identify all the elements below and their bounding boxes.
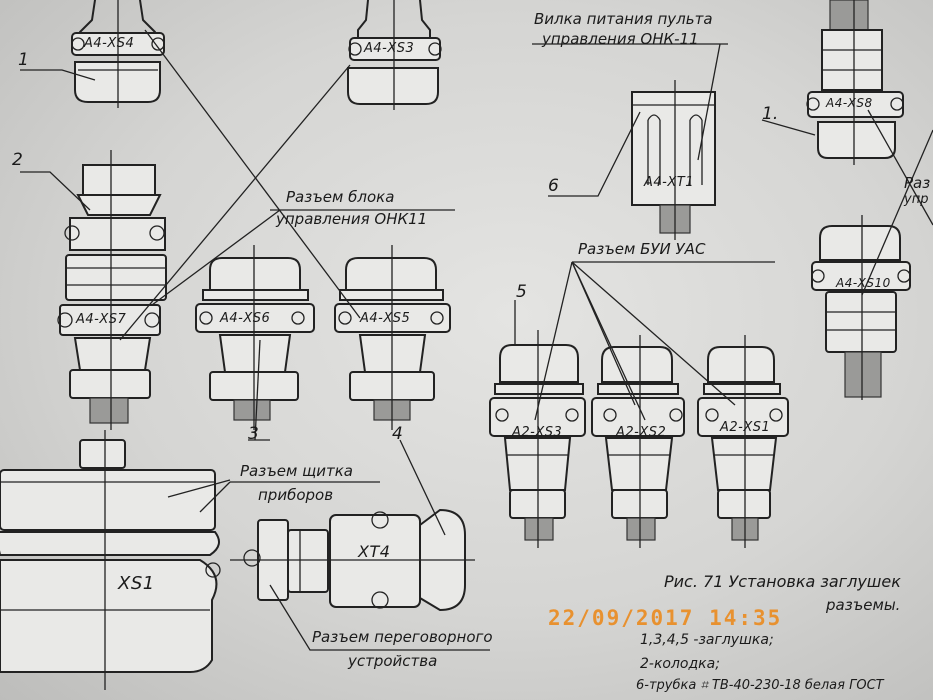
caption-block-line1: Разъем блока bbox=[286, 188, 395, 206]
label-a4-xs7: А4-XS7 bbox=[76, 312, 127, 327]
callout-4: 4 bbox=[392, 424, 403, 444]
caption-peregov-line1: Разъем переговорного bbox=[312, 628, 493, 646]
connector-a2-xs1 bbox=[697, 335, 789, 548]
plug-a4-xt1 bbox=[631, 80, 716, 240]
label-a4-xs10: А4-XS10 bbox=[836, 276, 891, 290]
connector-a4-xs5 bbox=[334, 245, 451, 430]
connector-xs1 bbox=[0, 430, 221, 690]
connector-a4-xs10 bbox=[811, 215, 911, 400]
caption-peregov-line2: устройства bbox=[348, 652, 438, 670]
figure-title: Рис. 71 Установка заглушек bbox=[664, 572, 901, 591]
caption-pult-line1: Вилка питания пульта bbox=[534, 10, 713, 28]
callout-2: 2 bbox=[12, 150, 23, 170]
label-a4-xs3: А4-XS3 bbox=[364, 41, 415, 56]
connector-xt4 bbox=[230, 508, 475, 612]
legend-line-2: 2-колодка; bbox=[640, 656, 720, 672]
date-timestamp: 22/09/2017 14:35 bbox=[548, 606, 783, 630]
label-a2-xs1: А2-XS1 bbox=[720, 420, 771, 435]
legend-line-3: 6-трубка ⌗ ТВ-40-230-18 белая ГОСТ bbox=[636, 678, 884, 693]
callout-1-right: 1. bbox=[762, 104, 779, 124]
connector-a4-xs3 bbox=[347, 0, 442, 110]
label-a4-xs5: А4-XS5 bbox=[360, 311, 411, 326]
connector-a2-xs2 bbox=[591, 335, 685, 548]
legend-line-1: 1,3,4,5 -заглушка; bbox=[640, 632, 774, 648]
label-a4-xs6: А4-XS6 bbox=[220, 311, 271, 326]
label-xs1: XS1 bbox=[118, 573, 155, 594]
caption-bui: Разъем БУИ УАС bbox=[578, 240, 706, 258]
callout-6: 6 bbox=[548, 176, 559, 196]
connector-a4-xs4 bbox=[71, 0, 165, 108]
caption-shchitok-line1: Разъем щитка bbox=[240, 462, 353, 480]
connector-a4-xs6 bbox=[195, 245, 315, 430]
label-xt4: XT4 bbox=[358, 542, 391, 561]
connector-a2-xs3 bbox=[489, 330, 586, 548]
leader-lines bbox=[20, 29, 933, 651]
label-a4-xt1: А4-XT1 bbox=[644, 175, 694, 190]
label-a2-xs2: А2-XS2 bbox=[616, 425, 667, 440]
caption-right-edge-line1: Раз bbox=[904, 174, 931, 192]
label-a4-xs4: А4-XS4 bbox=[84, 36, 135, 51]
connector-a4-xs7 bbox=[57, 150, 167, 430]
callout-3: 3 bbox=[248, 424, 259, 444]
connector-a4-xs8 bbox=[806, 0, 904, 165]
caption-pult-line2: управления ОНК-11 bbox=[542, 30, 699, 48]
figure-title-cont: разъемы. bbox=[826, 596, 901, 614]
label-a4-xs8: А4-XS8 bbox=[826, 96, 873, 110]
label-a2-xs3: А2-XS3 bbox=[512, 425, 563, 440]
caption-right-edge-line2: упр bbox=[904, 192, 929, 207]
callout-1-left: 1 bbox=[18, 50, 29, 70]
caption-shchitok-line2: приборов bbox=[258, 486, 334, 504]
caption-block-line2: управления ОНК11 bbox=[276, 210, 428, 228]
callout-5: 5 bbox=[516, 282, 527, 302]
